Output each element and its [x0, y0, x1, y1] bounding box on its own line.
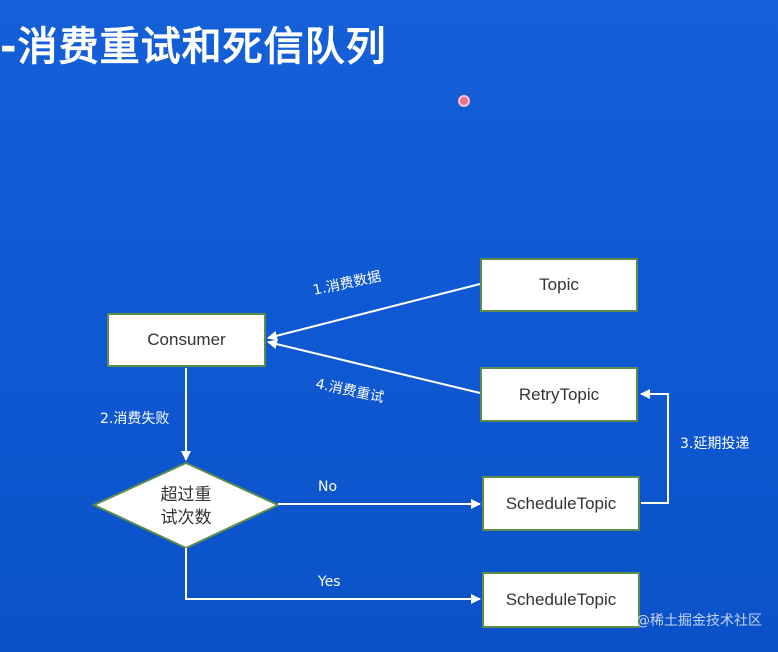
edge-schedule-to-retry: [640, 389, 669, 504]
schedule-topic-node-yes: ScheduleTopic: [482, 572, 640, 628]
edge-label-delay-delivery: 3.延期投递: [680, 436, 750, 452]
cursor-pointer-icon: [458, 95, 470, 107]
edge-retry-to-consumer: [267, 339, 481, 394]
decision-label-line1: 超过重: [160, 485, 212, 505]
consumer-node: Consumer: [107, 313, 266, 367]
retry-topic-node: RetryTopic: [480, 367, 638, 422]
edge-label-consume-fail: 2.消费失败: [100, 411, 170, 427]
decision-label-line2: 试次数: [160, 508, 212, 528]
decision-label: 超过重 试次数: [140, 484, 232, 530]
schedule-topic-node-no: ScheduleTopic: [482, 476, 640, 531]
page-title: -消费重试和死信队列: [0, 24, 387, 70]
edge-label-yes: Yes: [318, 574, 341, 590]
edge-label-no: No: [318, 479, 338, 495]
edge-topic-to-consumer: [267, 283, 481, 341]
watermark: @稀土掘金技术社区: [636, 613, 762, 629]
topic-node: Topic: [480, 258, 638, 312]
edge-yes-to-schedule: [185, 548, 481, 604]
